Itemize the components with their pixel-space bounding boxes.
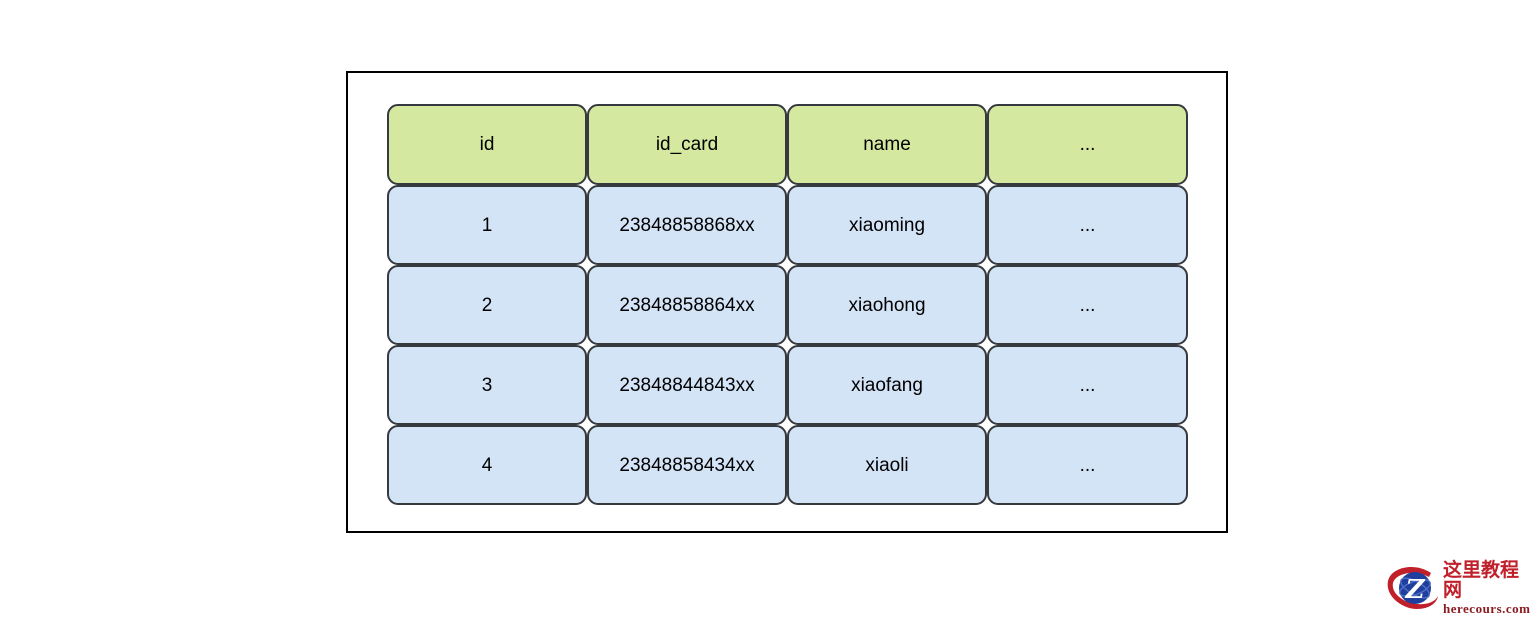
column-header-id: id [387,104,587,185]
column-header-name: name [787,104,987,185]
watermark-text-block: 这里教程网 herecours.com [1441,558,1534,616]
cell-id: 1 [387,185,587,265]
table-row: 1 23848858868xx xiaoming ... [387,185,1188,265]
cell-ellipsis: ... [987,185,1188,265]
table-row: 4 23848858434xx xiaoli ... [387,425,1188,505]
cell-id: 2 [387,265,587,345]
cell-id-card: 23848844843xx [587,345,787,425]
table-row: 3 23848844843xx xiaofang ... [387,345,1188,425]
cell-id: 4 [387,425,587,505]
diagram-frame: id id_card name ... 1 23848858868xx xiao… [346,71,1228,533]
svg-text:Z: Z [1405,575,1426,605]
entity-table: id id_card name ... 1 23848858868xx xiao… [387,104,1188,505]
watermark-domain: herecours.com [1443,600,1531,616]
table-header-row: id id_card name ... [387,104,1188,185]
cell-id: 3 [387,345,587,425]
cell-name: xiaohong [787,265,987,345]
table-row: 2 23848858864xx xiaohong ... [387,265,1188,345]
cell-id-card: 23848858868xx [587,185,787,265]
cell-ellipsis: ... [987,425,1188,505]
watermark-title: 这里教程网 [1443,558,1520,601]
column-header-ellipsis: ... [987,104,1188,185]
watermark: Z 这里教程网 herecours.com [1385,558,1534,616]
cell-name: xiaofang [787,345,987,425]
cell-id-card: 23848858864xx [587,265,787,345]
column-header-id-card: id_card [587,104,787,185]
cell-ellipsis: ... [987,265,1188,345]
cell-name: xiaoming [787,185,987,265]
cell-ellipsis: ... [987,345,1188,425]
cell-name: xiaoli [787,425,987,505]
cell-id-card: 23848858434xx [587,425,787,505]
site-logo-icon: Z [1385,564,1441,614]
